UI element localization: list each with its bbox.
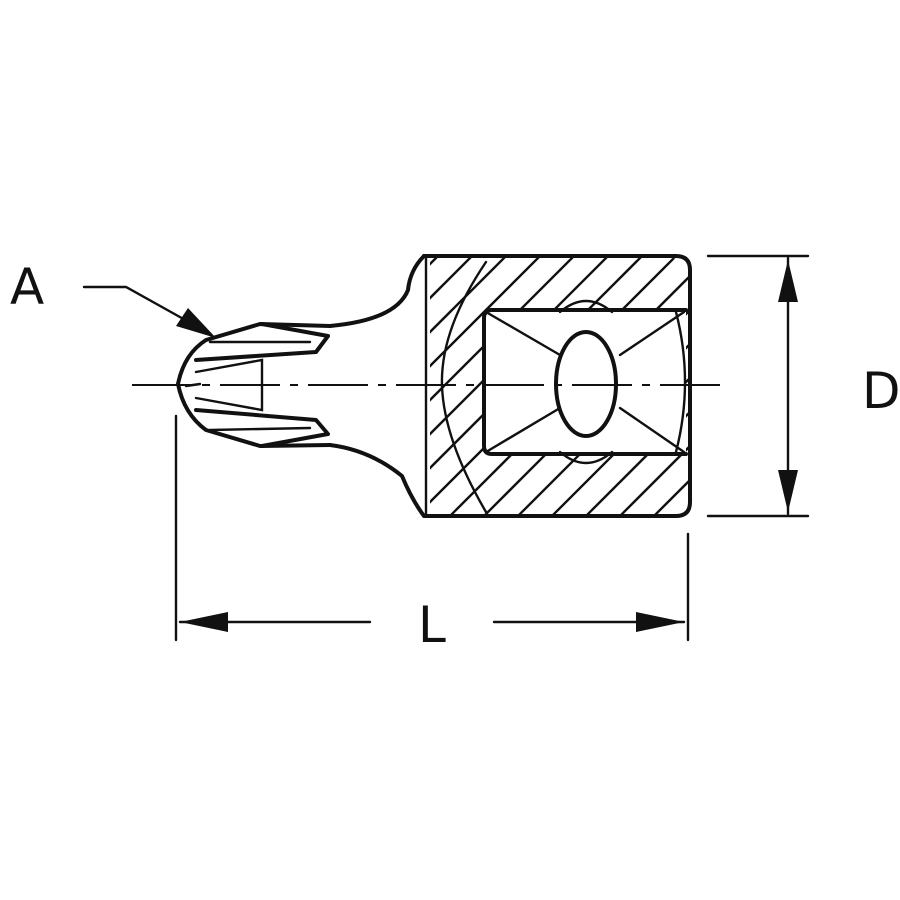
socket-neck-upper	[328, 254, 426, 328]
hatch-line	[430, 258, 557, 516]
hatch-line	[120, 240, 420, 540]
arrow-l-right	[636, 612, 684, 632]
hatch-line	[595, 258, 688, 516]
socket-bore-curve	[440, 260, 488, 514]
leader-line-a	[82, 285, 198, 328]
square-drive-pocket	[482, 308, 688, 456]
arrow-d-bottom	[778, 470, 798, 512]
leader-arrow-a	[176, 308, 216, 338]
arrow-d-top	[778, 260, 798, 302]
hatch-line	[629, 258, 688, 516]
detent-ball-top	[558, 299, 614, 314]
pocket-inner-curve	[674, 310, 687, 454]
hatch-line	[430, 258, 523, 516]
arrow-l-left	[180, 612, 228, 632]
pocket-diagonal-4	[618, 406, 686, 454]
hatch-line	[430, 258, 688, 516]
label-l: L	[418, 596, 446, 654]
hatch-line	[430, 258, 591, 516]
hatch-line	[430, 258, 659, 516]
hatch-line	[430, 258, 489, 516]
pocket-diagonal-3	[618, 310, 686, 357]
pocket-diagonal-2	[484, 406, 562, 454]
pocket-diagonal-1	[484, 310, 562, 357]
hatch-line	[430, 258, 625, 516]
hatch-line	[493, 258, 688, 516]
label-d: D	[862, 362, 900, 420]
hatch-line	[561, 258, 688, 516]
socket-body-outline	[328, 254, 692, 518]
hatch-line	[459, 258, 688, 516]
detent-ball-bottom	[558, 450, 614, 465]
label-a: A	[10, 258, 44, 316]
